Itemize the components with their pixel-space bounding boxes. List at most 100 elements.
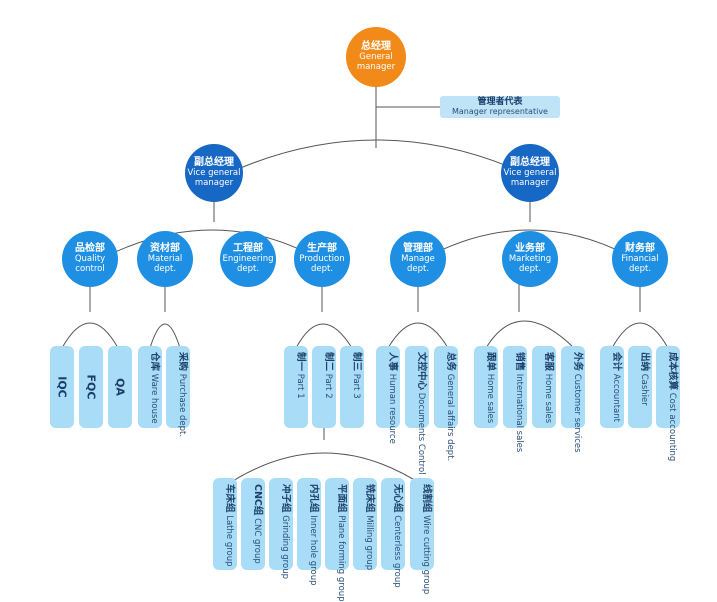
pill-qa-label: QA [113, 378, 127, 396]
vp-right-node: 副总经理 Vice general manager [501, 144, 559, 202]
pill-cost-accounting-zh: 成本核算 [667, 352, 678, 391]
pill-home-sales-2-zh: 客服 [543, 352, 554, 372]
dept-manage-zh: 管理部 [403, 243, 433, 255]
pill-general-affairs-zh: 总务 [445, 352, 456, 372]
pill-home-sales-2-en: Home sales [543, 373, 553, 424]
connector-arc-left-depts [94, 229, 325, 263]
pill-warehouse: 仓库 Ware house [138, 346, 162, 428]
connector-financial-arc [611, 322, 669, 349]
pill-part1-en: Part 1 [295, 373, 305, 399]
dept-financial-en-line1: Financial [621, 253, 659, 264]
dept-marketing-zh: 业务部 [515, 243, 545, 255]
dept-manage-en-line1: Manage [401, 253, 435, 264]
pill-centerless-group: 无心组 Centerless group [381, 478, 405, 588]
pill-part2-zh: 制二 [323, 352, 334, 372]
vp-left-node: 副总经理 Vice general manager [185, 144, 243, 202]
dept-engineering-en-line2: dept. [236, 263, 260, 274]
dept-engineering-zh: 工程部 [233, 243, 263, 255]
dept-production-en-line2: dept. [310, 263, 334, 274]
pill-cnc-group-zh: CNC组 [252, 484, 263, 516]
manager-representative-en: Manager representative [452, 107, 548, 116]
manager-representative-zh: 管理者代表 [477, 97, 523, 107]
connector-quality-arc [61, 322, 119, 349]
pill-lathe-group-zh: 车床组 [224, 484, 235, 513]
pill-documents-control-zh: 文控中心 [416, 352, 427, 391]
pill-milling-group: 铣床组 Milling group [353, 478, 377, 570]
pill-wire-cutting-group-en: Wire cutting group [421, 515, 431, 595]
pill-home-sales-1: 跟单 Home sales [474, 346, 498, 428]
pill-milling-group-zh: 铣床组 [364, 484, 375, 513]
dept-marketing-node: 业务部 Marketing dept. [502, 231, 558, 287]
pill-purchase-zh: 采购 [177, 352, 188, 372]
pill-human-resource-en: Human resource [387, 373, 397, 444]
general-manager-en-line1: General [359, 51, 393, 62]
dept-manage-node: 管理部 Manage dept. [390, 231, 446, 287]
pill-human-resource-zh: 人事 [387, 352, 398, 372]
pill-warehouse-en: Ware house [149, 373, 159, 424]
connector-lines [61, 86, 669, 487]
dept-material-en-line2: dept. [153, 263, 177, 274]
pill-home-sales-1-zh: 跟单 [485, 352, 496, 372]
pill-fqc-label: FQC [84, 374, 98, 400]
pill-part1: 制一 Part 1 [284, 346, 308, 428]
pill-cost-accounting-en: Cost accounting [667, 392, 677, 462]
pill-international-sales-en: International sales [514, 373, 524, 453]
pill-documents-control-en: Documents Control [416, 392, 426, 475]
pill-inner-hole-group: 内孔组 Inner hole group [297, 478, 321, 586]
connector-marketing-arc [485, 320, 575, 349]
dept-manage-en-line2: dept. [406, 263, 430, 274]
general-manager-node: 总经理 General manager [346, 27, 406, 87]
pill-cashier: 出纳 Cashier [628, 346, 652, 428]
pill-part3-zh: 制三 [351, 352, 362, 372]
pill-part3: 制三 Part 3 [340, 346, 364, 428]
pill-lathe-group-en: Lathe group [224, 515, 234, 567]
vp-left-en-line1: Vice general [187, 167, 241, 178]
pill-purchase-en: Purchase dept. [177, 373, 187, 438]
pill-home-sales-2: 客服 Home sales [532, 346, 556, 428]
vp-right-en-line1: Vice general [503, 167, 557, 178]
dept-engineering-en-line1: Engineering [222, 253, 274, 264]
pill-grinding-group: 冲子组 Grinding group [269, 478, 293, 579]
pill-human-resource: 人事 Human resource [376, 346, 400, 444]
pill-lathe-group: 车床组 Lathe group [213, 478, 237, 570]
dept-production-zh: 生产部 [307, 243, 337, 255]
dept-material-zh: 资材部 [150, 243, 180, 255]
connector-arc-vp [213, 139, 540, 181]
connector-material-arc [149, 323, 181, 349]
vp-right-zh: 副总经理 [510, 157, 550, 169]
pill-accountant: 会计 Accountant [600, 346, 624, 428]
dept-material-node: 资材部 Material dept. [137, 231, 193, 287]
pill-cnc-group-en: CNC group [252, 518, 262, 564]
pill-general-affairs: 总务 General affairs dept. [434, 346, 458, 461]
pill-customer-services-en: Customer services [572, 373, 582, 453]
pill-cnc-group: CNC组 CNC group [241, 478, 265, 570]
connector-arc-right-depts [417, 229, 641, 263]
vp-right-en-line2: manager [510, 177, 550, 188]
pill-warehouse-zh: 仓库 [149, 352, 160, 372]
pill-cashier-en: Cashier [639, 373, 649, 406]
dept-financial-zh: 财务部 [625, 243, 655, 255]
pill-purchase: 采购 Purchase dept. [166, 346, 190, 437]
general-manager-en-line2: manager [356, 61, 396, 72]
dept-quality-zh: 品检部 [75, 243, 105, 255]
connector-production-arc [295, 323, 353, 349]
dept-financial-node: 财务部 Financial dept. [612, 231, 668, 287]
pill-wire-cutting-group: 线割组 Wire cutting group [410, 478, 434, 594]
pill-centerless-group-en: Centerless group [392, 515, 402, 588]
pill-qa: QA [108, 346, 132, 428]
dept-production-en-line1: Production [299, 253, 345, 264]
pill-international-sales-zh: 销售 [514, 352, 525, 372]
dept-material-en-line1: Material [147, 253, 183, 264]
pill-documents-control: 文控中心 Documents Control [405, 346, 429, 475]
pill-part2-en: Part 2 [323, 373, 333, 399]
connector-groups-arc [224, 452, 425, 487]
pill-plane-forming-group-zh: 平面组 [336, 484, 347, 513]
pill-fqc: FQC [79, 346, 103, 428]
pill-home-sales-1-en: Home sales [485, 373, 495, 424]
pill-iqc: IQC [50, 346, 74, 428]
pill-general-affairs-en: General affairs dept. [445, 373, 455, 462]
pill-wire-cutting-group-zh: 线割组 [421, 484, 432, 513]
pill-accountant-en: Accountant [611, 373, 621, 422]
pill-inner-hole-group-zh: 内孔组 [308, 484, 319, 513]
pill-customer-services-zh: 外务 [572, 352, 583, 372]
